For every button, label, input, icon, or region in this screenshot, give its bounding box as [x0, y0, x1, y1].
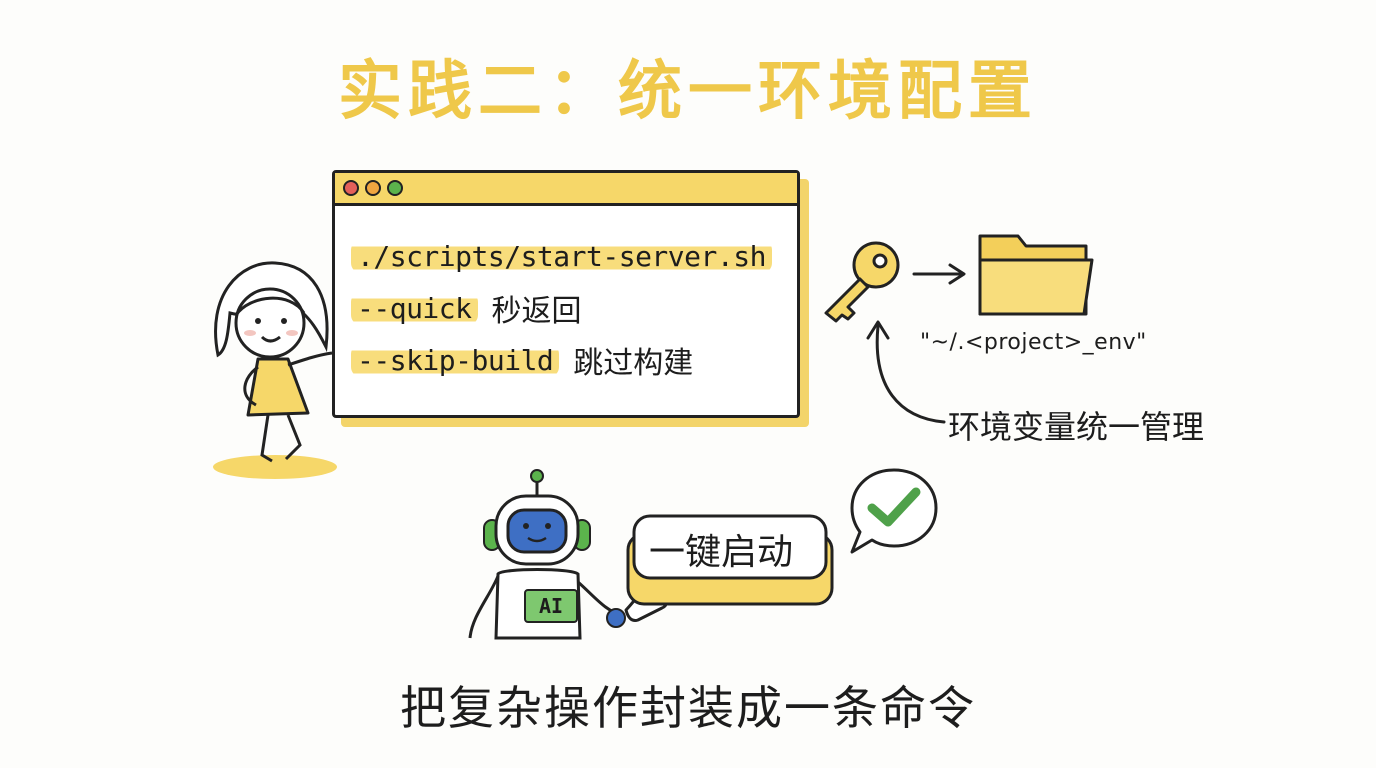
- command-note: 跳过构建: [573, 346, 694, 381]
- one-click-start-button[interactable]: 一键启动: [648, 532, 793, 573]
- girl-illustration: [213, 261, 337, 479]
- minimize-dot-icon: [365, 180, 381, 196]
- code-line: --quick 秒返回: [351, 282, 797, 334]
- check-bubble-icon: [850, 468, 938, 554]
- bottom-caption: 把复杂操作封装成一条命令: [400, 681, 976, 735]
- terminal-content: ./scripts/start-server.sh --quick 秒返回 --…: [335, 206, 797, 386]
- code-line: ./scripts/start-server.sh: [351, 230, 797, 282]
- curved-arrow-icon: [866, 320, 946, 424]
- close-dot-icon: [343, 180, 359, 196]
- terminal-title-bar: [335, 173, 797, 206]
- env-note-label: 环境变量统一管理: [948, 408, 1205, 446]
- page-title: 实践二：统一环境配置: [338, 55, 1038, 129]
- robot-ai-label: AI: [538, 594, 564, 618]
- code-line: --skip-build 跳过构建: [351, 334, 797, 386]
- command-text: --skip-build: [351, 343, 560, 377]
- maximize-dot-icon: [387, 180, 403, 196]
- arrow-right-icon: [912, 263, 966, 285]
- command-text: ./scripts/start-server.sh: [351, 239, 772, 273]
- robot-ai-badge: AI: [524, 589, 578, 623]
- command-note: 秒返回: [491, 294, 582, 329]
- key-icon: [824, 241, 900, 323]
- env-file-path: "~/.<project>_env": [920, 330, 1147, 355]
- command-text: --quick: [351, 291, 478, 325]
- start-button-shape: [626, 514, 834, 606]
- terminal-window: ./scripts/start-server.sh --quick 秒返回 --…: [332, 170, 800, 418]
- folder-icon: [978, 234, 1094, 316]
